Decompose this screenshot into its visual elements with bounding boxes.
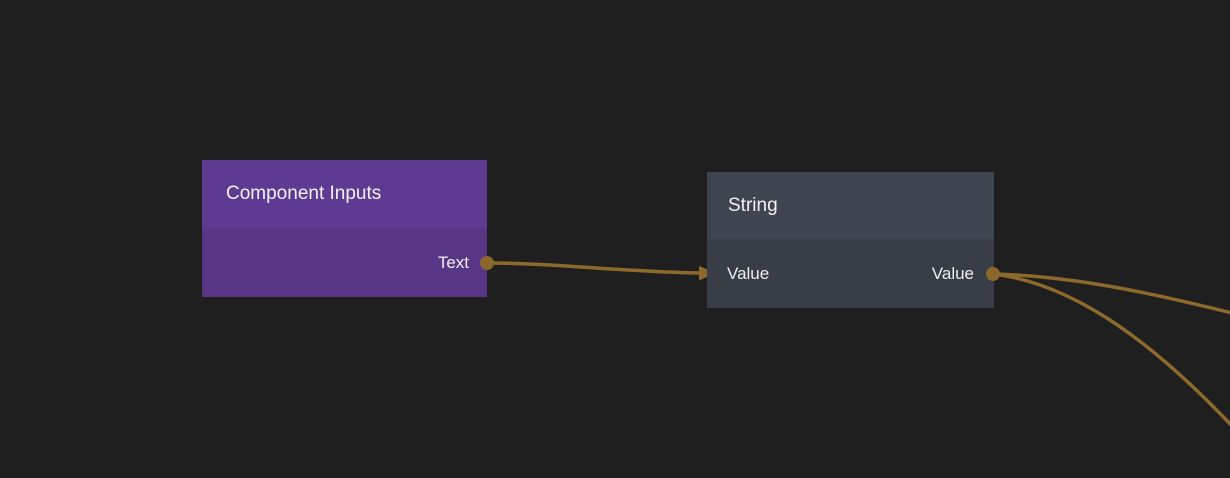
node-component-inputs[interactable]: Component Inputs Text [202,160,487,297]
output-port-label-value: Value [931,263,974,283]
port-dot-value-output[interactable] [986,267,1000,281]
node-title: String [728,194,778,216]
wire-value-out-upper[interactable] [991,272,1230,315]
port-dot-text-output[interactable] [480,256,494,270]
node-title: Component Inputs [226,183,382,204]
output-port-row: Text [202,228,487,297]
port-row: Value Value [707,239,994,308]
node-string-header[interactable]: String [707,172,994,239]
output-port-label-text: Text [437,252,469,272]
node-component-inputs-header[interactable]: Component Inputs [202,160,487,228]
node-string-body: Value Value [707,239,994,308]
input-port-label-value: Value [727,263,770,283]
wire-value-out-lower[interactable] [991,272,1230,427]
node-component-inputs-body: Text [202,228,487,297]
wire-text-to-value[interactable] [485,261,703,275]
node-string[interactable]: String Value Value [707,172,994,308]
